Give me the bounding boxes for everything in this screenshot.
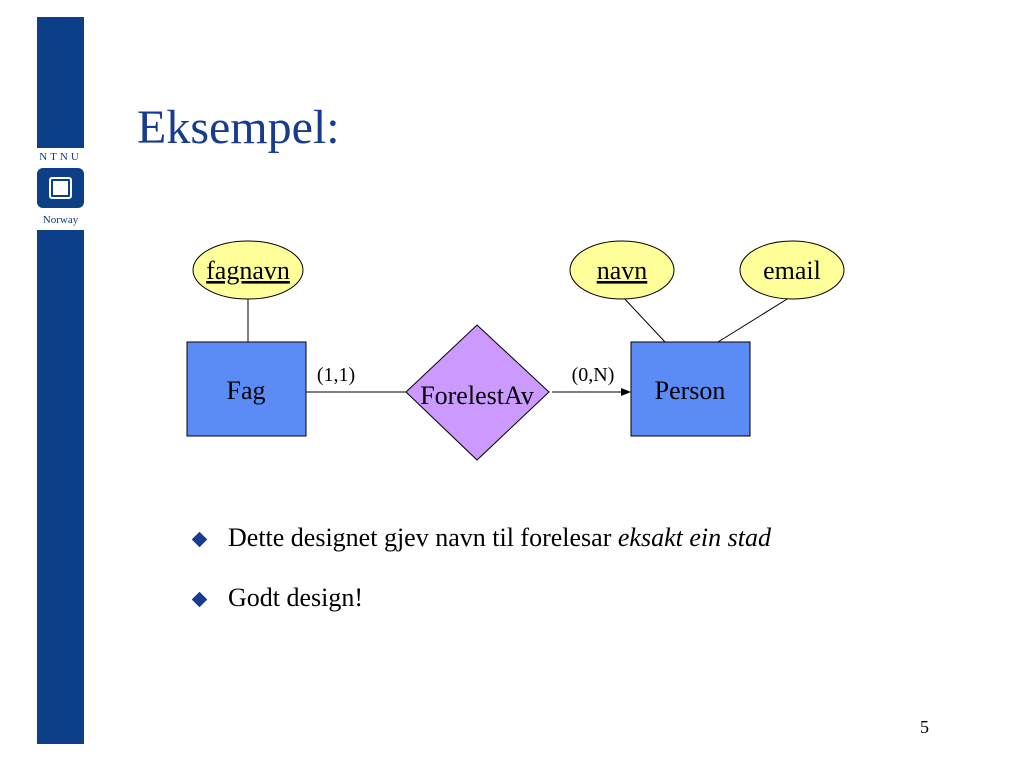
diamond-bullet-icon: [191, 591, 208, 608]
logo-ntnu-text: NTNU: [39, 151, 82, 163]
entity-person-shape: [630, 341, 751, 437]
attribute-fagnavn-label: fagnavn: [206, 256, 290, 285]
attribute-email-shape: [739, 240, 845, 300]
entity-fag-label: Fag: [227, 376, 266, 405]
ntnu-logo: NTNU Norway: [33, 148, 88, 230]
attribute-navn-label: navn: [597, 256, 648, 285]
logo-inner-square: [49, 177, 72, 199]
attribute-email-label: email: [763, 256, 821, 285]
bullet-item-emphasis: eksakt ein stad: [617, 523, 771, 552]
diamond-bullet-icon: [191, 531, 208, 548]
bullet-item: Dette designet gjev navn til forelesar e…: [191, 523, 771, 553]
navn-person-line: [621, 295, 666, 343]
cardinality-person-label: (0,N): [572, 364, 615, 386]
sidebar-stripe: [37, 17, 84, 744]
email-person-line: [717, 295, 793, 343]
bullet-item-text: Dette designet gjev navn til forelesar: [228, 523, 618, 552]
attribute-fagnavn-shape: [192, 240, 304, 300]
entity-person-label: Person: [655, 376, 726, 405]
relationship-forelestav-label: ForelestAv: [420, 381, 534, 410]
logo-norway-text: Norway: [42, 214, 79, 226]
entity-fag-shape: [186, 341, 307, 437]
logo-square-icon: [37, 168, 84, 208]
page-number: 5: [920, 717, 929, 737]
attribute-navn-shape: [569, 240, 675, 300]
relationship-forelestav-shape: [405, 324, 550, 461]
bullet-item-text: Godt design!: [228, 583, 364, 612]
cardinality-fag-label: (1,1): [317, 364, 355, 386]
page-title: Eksempel:: [137, 101, 340, 154]
bullet-list: Dette designet gjev navn til forelesar e…: [191, 523, 771, 643]
bullet-item: Godt design!: [191, 583, 771, 613]
